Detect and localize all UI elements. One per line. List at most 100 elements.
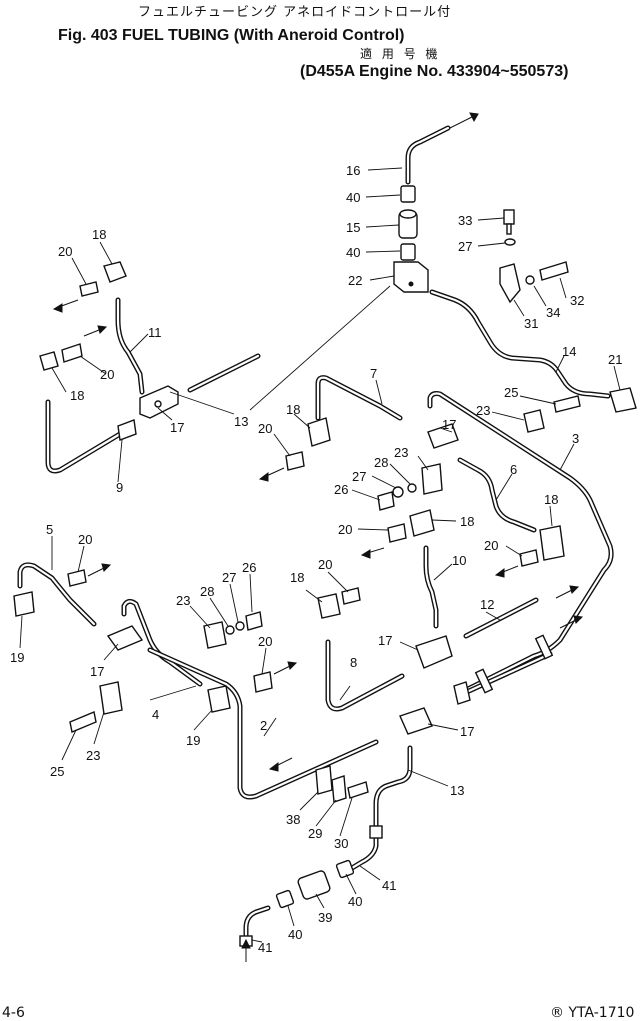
callout-38: 38: [286, 812, 300, 827]
callout-2: 2: [260, 718, 267, 733]
fitting-20-middle: [285, 451, 305, 471]
callout-22: 22: [348, 273, 362, 288]
document-code: ® YTA-1710: [550, 1005, 635, 1021]
callout-13: 13: [450, 783, 464, 798]
callout-26: 26: [242, 560, 256, 575]
callout-25: 25: [504, 385, 518, 400]
callout-13: 13: [234, 414, 248, 429]
engine-serial-range: (D455A Engine No. 433904~550573): [300, 63, 569, 80]
fitting-20-lower: [341, 587, 361, 605]
callout-23: 23: [476, 403, 490, 418]
bolt-25-left: [69, 711, 97, 733]
callouts: 16 40 15 40 22 33 27 32 34 31 20 18 11 2…: [10, 163, 622, 955]
clip-18-right: [539, 525, 565, 561]
clip-18-left: [39, 351, 59, 371]
callout-18: 18: [286, 402, 300, 417]
callout-40: 40: [288, 927, 302, 942]
callout-28: 28: [200, 584, 214, 599]
pipe-7: [315, 375, 403, 421]
washer-27-middle: [392, 486, 404, 498]
clip-23-left: [203, 621, 227, 649]
callout-10: 10: [452, 553, 466, 568]
callout-30: 30: [334, 836, 348, 851]
clamp-17-left: [106, 625, 144, 651]
pipe-10: [423, 545, 439, 629]
clip-23-middle: [421, 463, 443, 495]
bolt-32: [539, 261, 569, 281]
nut-40-right: [335, 859, 355, 879]
callout-17: 17: [442, 417, 456, 432]
pipes: [17, 125, 614, 941]
callout-40: 40: [348, 894, 362, 909]
callout-34: 34: [546, 305, 560, 320]
callout-15: 15: [346, 220, 360, 235]
fitting-20-center: [387, 523, 407, 543]
clamp-band-a: [474, 668, 494, 694]
callout-18: 18: [290, 570, 304, 585]
callout-26: 26: [334, 482, 348, 497]
callout-28: 28: [374, 455, 388, 470]
pipe-13-lower: [373, 745, 413, 829]
callout-19: 19: [10, 650, 24, 665]
nut-40-left: [275, 889, 295, 909]
clip-21: [609, 387, 637, 413]
callout-6: 6: [510, 462, 517, 477]
callout-40: 40: [346, 245, 360, 260]
callout-20: 20: [318, 557, 332, 572]
washer-27-left: [235, 621, 245, 631]
callout-23: 23: [86, 748, 100, 763]
clip-18-upper-left: [103, 261, 127, 283]
clip-38: [315, 765, 333, 795]
clamp-17-middle: [427, 423, 459, 449]
callout-18: 18: [460, 514, 474, 529]
bolt-25-right: [553, 395, 581, 413]
bolt-33-head: [503, 209, 515, 225]
nut-26-left: [245, 611, 263, 631]
callout-31: 31: [524, 316, 538, 331]
nut-26-middle: [377, 491, 395, 511]
callout-17: 17: [378, 633, 392, 648]
clip-18-lower: [317, 593, 341, 619]
clip-23-right: [523, 409, 545, 433]
fitting-20-far-left: [67, 569, 87, 587]
callout-4: 4: [152, 707, 159, 722]
japanese-title: フュエルチュービング アネロイドコントロール付: [138, 5, 452, 20]
filter-39: [297, 870, 331, 900]
callout-14: 14: [562, 344, 576, 359]
callout-32: 32: [570, 293, 584, 308]
clip-19-left: [13, 591, 35, 617]
leader-lines: [19, 167, 621, 943]
callout-41: 41: [258, 940, 272, 955]
fitting-20-right: [519, 549, 539, 567]
callout-20: 20: [78, 532, 92, 547]
pipe-9: [45, 399, 123, 474]
washer-28-middle: [407, 483, 417, 493]
callout-23: 23: [394, 445, 408, 460]
pipe-11: [115, 297, 145, 395]
fitting-20-upper-left: [79, 281, 99, 297]
figure-title: Fig. 403 FUEL TUBING (With Aneroid Contr…: [58, 27, 405, 44]
callout-18: 18: [92, 227, 106, 242]
callout-19: 19: [186, 733, 200, 748]
fittings: [13, 185, 637, 947]
washer-34: [525, 275, 535, 285]
pipe-16: [405, 125, 451, 185]
callout-27: 27: [458, 239, 472, 254]
callout-16: 16: [346, 163, 360, 178]
callout-7: 7: [370, 366, 377, 381]
callout-25: 25: [50, 764, 64, 779]
callout-12: 12: [480, 597, 494, 612]
callout-17: 17: [90, 664, 104, 679]
callout-17: 17: [170, 420, 184, 435]
clip-18-middle: [307, 417, 331, 447]
joint-13-lower: [369, 825, 383, 839]
clamp-17-lower: [399, 707, 433, 735]
callout-9: 9: [116, 480, 123, 495]
japanese-model-caption: 適 用 号 機: [360, 47, 441, 61]
page-number: 4-6: [2, 1005, 25, 1021]
callout-33: 33: [458, 213, 472, 228]
callout-27: 27: [222, 570, 236, 585]
washer-27-top: [504, 238, 516, 246]
clip-23-lower: [99, 681, 123, 715]
